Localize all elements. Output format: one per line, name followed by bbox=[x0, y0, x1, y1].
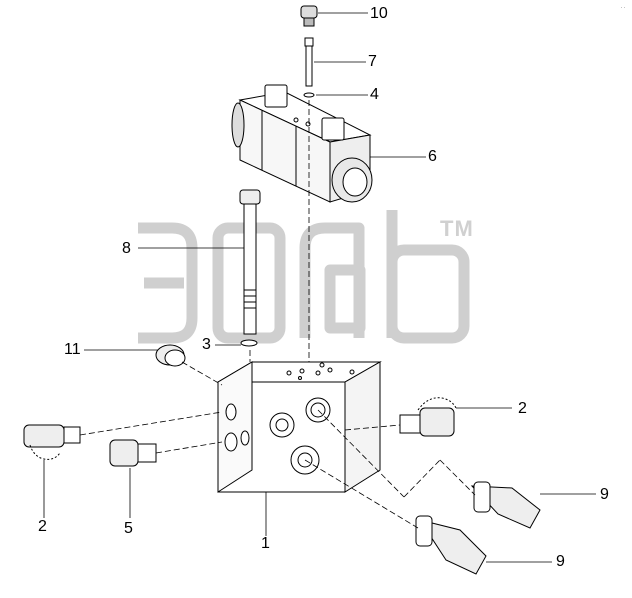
callout-2-left: 2 bbox=[38, 518, 47, 535]
callout-8: 8 bbox=[122, 240, 131, 257]
callout-9-lower: 9 bbox=[556, 553, 565, 570]
callout-4: 4 bbox=[370, 86, 379, 103]
callout-11: 11 bbox=[64, 341, 81, 358]
solenoid-valve bbox=[231, 84, 373, 203]
corner-mark: ·· bbox=[620, 2, 626, 12]
callout-2-right: 2 bbox=[518, 400, 527, 417]
trademark-mark: TM bbox=[440, 216, 474, 241]
callout-9-upper: 9 bbox=[600, 486, 609, 503]
callout-5: 5 bbox=[124, 520, 133, 537]
valve-body bbox=[216, 361, 382, 493]
callout-3: 3 bbox=[202, 336, 211, 353]
callout-7: 7 bbox=[368, 53, 377, 70]
callout-1: 1 bbox=[261, 535, 270, 552]
callout-6: 6 bbox=[428, 148, 437, 165]
callout-10: 10 bbox=[370, 5, 388, 22]
